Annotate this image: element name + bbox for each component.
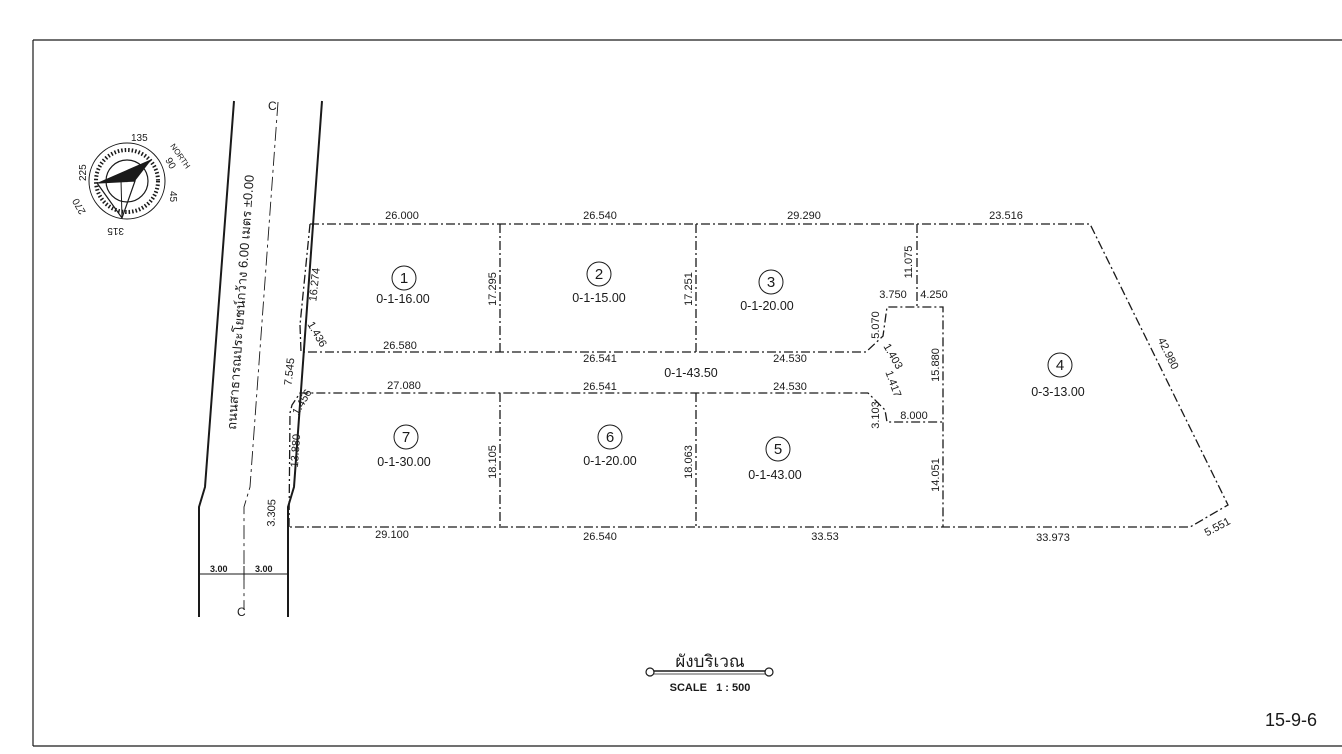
title-block: ผังบริเวณ SCALE 1 : 500	[645, 652, 774, 694]
plot-6: 6 0-1-20.00	[583, 424, 637, 468]
plot-3: 3 0-1-20.00	[740, 269, 794, 313]
public-road: C C 3.00 3.00 ถนนสาธารณประโยชน์กว้าง 6.0…	[198, 99, 323, 619]
dim-top-2: 26.540	[583, 210, 617, 222]
plot-7: 7 0-1-30.00	[377, 424, 431, 469]
plot-5-area: 0-1-43.00	[748, 468, 802, 482]
plot-7-number: 7	[402, 429, 410, 446]
plot-6-area: 0-1-20.00	[583, 454, 637, 468]
plot-7-area: 0-1-30.00	[377, 455, 431, 469]
road-label: ถนนสาธารณประโยชน์กว้าง 6.00 เมตร ±0.00	[224, 174, 257, 430]
road-half-left: 3.00	[210, 564, 228, 574]
plot-5: 5 0-1-43.00	[748, 436, 802, 482]
compass-270: 270	[71, 196, 89, 216]
centerline-top-label: C	[268, 99, 277, 113]
dim-div-6-7: 18.105	[487, 445, 499, 479]
compass-45: 45	[167, 191, 178, 203]
dim-div-5-6: 18.063	[683, 445, 695, 479]
dim-mid-lower-1: 27.080	[387, 380, 421, 392]
dim-mid-upper-2: 26.541	[583, 353, 617, 365]
dim-step-left: 3.750	[879, 289, 907, 301]
plot-1-number: 1	[400, 270, 408, 287]
dim-notch-upper: 5.070	[870, 311, 882, 339]
dim-mid-lower-2: 26.541	[583, 381, 617, 393]
dim-south-east: 5.551	[1203, 516, 1233, 540]
dim-west-lower: 13.880	[289, 434, 303, 468]
dim-top-1: 26.000	[385, 210, 419, 222]
dim-notch-lower: 3.103	[870, 401, 882, 429]
dim-east-side: 42.980	[1155, 336, 1181, 372]
plan-scale: SCALE 1 : 500	[670, 682, 751, 694]
plan-title: ผังบริเวณ	[675, 652, 745, 671]
dim-notch-width: 8.000	[900, 410, 928, 422]
page-mark: 15-9-6	[1265, 710, 1317, 730]
plot-6-number: 6	[606, 429, 614, 446]
compass-rose-icon: 135 NORTH 90 45 225 270 315	[71, 133, 193, 236]
dim-p3-east: 11.075	[903, 246, 915, 279]
dim-chamfer-a: 1.403	[881, 342, 905, 372]
plot-1-area: 0-1-16.00	[376, 292, 430, 306]
plot-2-area: 0-1-15.00	[572, 291, 626, 305]
dim-west-bottom: 3.305	[266, 499, 279, 527]
access-road-area: 0-1-43.50	[664, 366, 718, 380]
dim-west-upper: 16.274	[307, 267, 322, 302]
dim-step-right: 4.250	[920, 289, 948, 301]
plot-5-number: 5	[774, 441, 782, 458]
plot-1: 1 0-1-16.00	[376, 265, 430, 306]
dim-div-1-2: 17.295	[487, 272, 499, 306]
dim-bottom-1: 29.100	[375, 529, 409, 541]
compass-315: 315	[107, 225, 124, 236]
dim-mid-lower-3: 24.530	[773, 381, 807, 393]
dim-chamfer-b: 1.417	[882, 369, 903, 399]
dim-p4-west-lower: 14.051	[930, 458, 942, 492]
dim-bottom-4: 33.973	[1036, 532, 1070, 544]
dim-top-3: 29.290	[787, 210, 821, 222]
plot-2: 2 0-1-15.00	[572, 261, 626, 305]
compass-225: 225	[78, 164, 89, 181]
dim-div-2-3: 17.251	[683, 272, 695, 306]
dim-west-access: 7.545	[283, 357, 298, 386]
dim-top-4: 23.516	[989, 210, 1023, 222]
dim-p4-west-upper: 15.880	[930, 348, 942, 382]
dim-mid-upper-3: 24.530	[773, 353, 807, 365]
dim-mid-upper-1: 26.580	[383, 340, 417, 352]
compass-90: 90	[162, 156, 177, 172]
centerline-bottom-label: C	[237, 605, 246, 619]
dim-bottom-3: 33.53	[811, 531, 839, 543]
plot-4-area: 0-3-13.00	[1031, 385, 1085, 399]
plot-2-number: 2	[595, 266, 603, 283]
dim-bottom-2: 26.540	[583, 531, 617, 543]
compass-135: 135	[131, 133, 148, 144]
plot-3-number: 3	[767, 274, 775, 291]
road-half-right: 3.00	[255, 564, 273, 574]
plot-3-area: 0-1-20.00	[740, 299, 794, 313]
plot-boundaries	[288, 223, 1229, 528]
dimension-labels: 26.000 26.540 29.290 23.516 26.580 26.54…	[266, 210, 1233, 544]
dim-west-chamfer-upper: 1.436	[305, 320, 329, 350]
plot-4-number: 4	[1056, 357, 1064, 374]
plot-4: 4 0-3-13.00	[1031, 352, 1085, 399]
